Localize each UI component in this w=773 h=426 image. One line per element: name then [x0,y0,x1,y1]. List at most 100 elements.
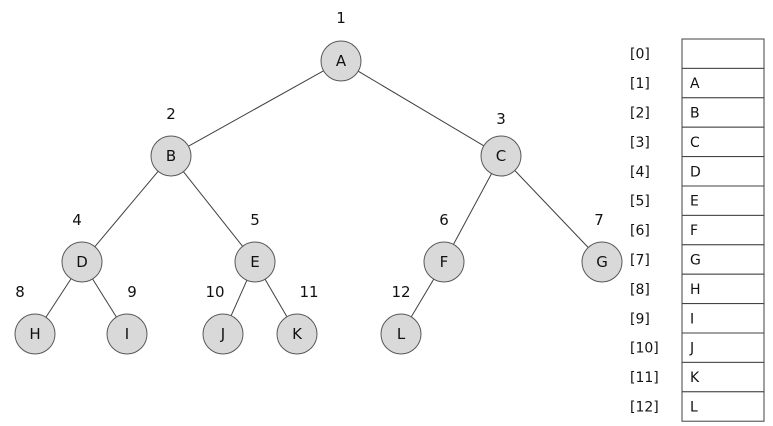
tree-node-h: H8 [14,283,56,355]
node-circle [320,40,362,82]
node-index: 7 [594,211,604,229]
array-row: [2] B [630,97,765,128]
array-cell [681,332,765,363]
edge-d-i [92,278,117,318]
array-index-label: [11] [630,370,659,386]
node-label: D [76,253,88,271]
array-value: E [690,194,699,210]
array-cell [681,273,765,305]
array-cell [681,244,765,275]
array-cell [681,361,765,393]
array-row: [8] H [630,273,765,305]
tree-node-k: K 11 [276,283,319,355]
array-cell [681,67,765,99]
tree-node-a: A1 [320,9,362,82]
node-circle [276,313,318,355]
array-index-label: [12] [630,400,659,416]
node-label: E [250,253,259,271]
node-index: 5 [250,211,260,229]
array-value: A [690,76,700,92]
array-value: K [690,370,700,386]
edge-b-d [94,170,159,248]
node-index: 11 [299,283,318,301]
array-cell [681,391,765,422]
edge-e-j [230,280,248,316]
array-representation: [0][1]A[2]B[3]C[4]D[5]E[6]F[7]G[8]H[9]I[… [630,38,765,422]
array-row: [12] L [630,391,765,422]
array-index-label: [9] [630,311,650,327]
edge-d-h [45,278,72,318]
edge-f-l [410,278,435,318]
array-row: [11] K [630,361,765,393]
array-value: B [690,106,700,122]
array-value: F [690,223,698,239]
node-label: B [166,147,176,165]
node-index: 8 [15,283,25,301]
node-label: J [220,325,225,343]
array-value: G [690,253,701,269]
array-row: [6] F [630,214,765,246]
node-circle [380,313,422,355]
node-index: 3 [496,110,506,128]
edge-e-k [264,279,288,317]
tree-node-c: C3 [480,110,522,177]
array-row: [3] C [630,126,765,158]
node-label: C [496,147,506,165]
node-circle [14,313,56,355]
node-label: K [292,325,303,343]
array-index-label: [10] [630,341,659,357]
array-value: C [690,135,700,151]
tree-node-b: B2 [150,105,192,177]
array-index-label: [8] [630,282,650,298]
node-index: 6 [439,211,449,229]
node-circle [61,241,103,283]
node-label: H [29,325,40,343]
node-circle [480,135,522,177]
node-index: 9 [127,283,137,301]
node-label: I [125,325,129,343]
array-row: [0] [630,38,765,69]
array-value: I [690,311,694,327]
node-label: A [336,52,347,70]
edge-a-c [357,70,485,147]
array-row: [9] I [630,303,765,334]
node-circle [150,135,192,177]
array-index-label: [5] [630,194,650,210]
array-row: [1] A [630,67,765,99]
array-index-label: [2] [630,106,650,122]
array-cell [681,303,765,334]
node-index: 2 [166,105,176,123]
tree-node-i: I9 [106,283,148,355]
array-index-label: [6] [630,223,650,239]
node-circle [423,241,465,283]
node-label: L [397,325,406,343]
array-index-label: [0] [630,47,650,63]
array-cell [681,126,765,158]
tree-node-j: J10 [202,283,244,355]
tree-node-f: F6 [423,211,465,283]
array-value: H [690,282,701,298]
array-index-label: [3] [630,135,650,151]
array-row: [7]G [630,244,765,275]
edge-c-f [453,173,492,245]
tree-node-e: E5 [234,211,276,283]
node-index: 4 [72,211,82,229]
array-value: J [689,341,694,357]
array-row: [5] E [630,185,765,216]
node-index: 1 [336,9,346,27]
array-value: D [690,164,701,180]
node-label: F [440,253,449,271]
node-circle [581,241,623,283]
tree-node-l: L12 [380,283,422,355]
array-value: L [690,400,698,416]
node-circle [202,313,244,355]
node-circle [234,241,276,283]
array-index-label: [1] [630,76,650,92]
array-cell [681,214,765,246]
array-index-label: [4] [630,164,650,180]
edge-a-b [188,70,324,147]
tree-node-d: D4 [61,211,103,283]
edge-c-g [514,170,589,248]
